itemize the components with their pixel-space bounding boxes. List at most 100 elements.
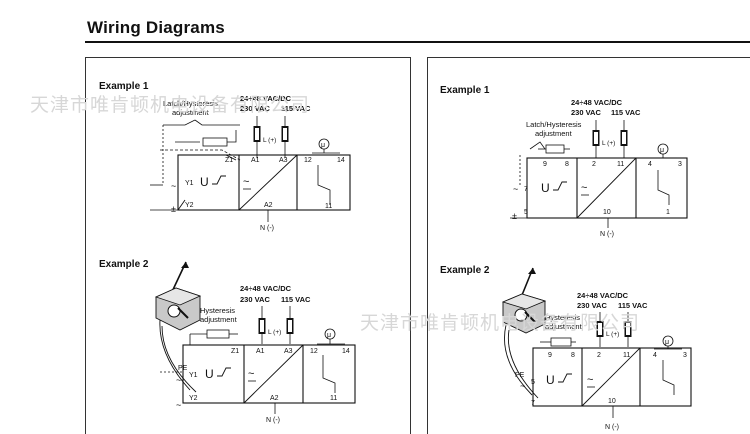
left-ex2-pe: PE — [178, 365, 188, 372]
right-ex1-t4: 4 — [648, 161, 652, 168]
left-ex1-ac-symbol: ~ — [243, 176, 249, 188]
right-ex2-t2: 2 — [597, 352, 601, 359]
right-ex2-volt-line3: 115 VAC — [618, 301, 648, 310]
left-ex2-mu: μ — [327, 332, 331, 339]
left-ex1-t12: 12 — [304, 157, 312, 164]
left-ex2-volt-line3: 115 VAC — [281, 295, 311, 304]
left-ex2-ac-symbol: ~ — [248, 368, 254, 380]
right-ex1-t8: 8 — [565, 161, 569, 168]
right-ex1-latch-line2: adjustment — [535, 129, 573, 138]
left-ex2-hyst-line1: Hysteresis — [200, 306, 235, 315]
right-ex1-latch-line1: Latch/Hysteresis — [526, 120, 582, 129]
right-ex1-t11: 11 — [617, 161, 624, 168]
right-ex1-n-minus: N (-) — [600, 231, 614, 238]
left-ex2-tilde-1: ~ — [176, 375, 181, 385]
left-ex1-l-plus: L (+) — [263, 137, 276, 144]
left-ex1-a3: A3 — [279, 157, 288, 164]
right-ex1-t3: 3 — [678, 161, 682, 168]
right-ex1-tilde: ~ — [513, 184, 518, 194]
left-ex2-l-plus: L (+) — [268, 329, 281, 336]
right-ex1-u-symbol: U — [541, 181, 550, 195]
right-example-1: Example 1 24÷48 VAC/DC 230 VAC 115 VAC L… — [440, 85, 688, 238]
left-ex1-tilde: ~ — [171, 181, 176, 191]
left-ex2-n-minus: N (-) — [266, 417, 280, 424]
left-ex1-z1: Z1 — [225, 157, 233, 164]
right-ex2-title: Example 2 — [440, 265, 490, 276]
right-ex2-volt-line1: 24÷48 VAC/DC — [577, 291, 629, 300]
right-ex1-volt-line3: 115 VAC — [611, 108, 641, 117]
left-ex2-step-icon — [217, 367, 231, 377]
watermark-2: 天津市唯肯顿机电设备有限公司 — [360, 312, 641, 334]
left-ex1-latch-line1: Latch/Hysteresis — [163, 99, 219, 108]
left-ex1-a2: A2 — [264, 202, 273, 209]
left-ex2-t14: 14 — [342, 348, 350, 355]
left-ex2-a1: A1 — [256, 348, 265, 355]
right-ex2-ac-symbol: ~ — [587, 374, 593, 386]
left-ex2-z1: Z1 — [231, 348, 239, 355]
page-heading: Wiring Diagrams — [87, 18, 225, 37]
right-ex1-t7: 7 — [524, 186, 528, 193]
right-ex2-current-sensor-icon — [501, 267, 547, 399]
left-ex2-a2: A2 — [270, 395, 279, 402]
right-ex1-l-plus: L (+) — [602, 140, 615, 147]
left-ex2-y1: Y1 — [189, 372, 198, 379]
left-ex1-y1: Y1 — [185, 180, 194, 187]
right-ex2-mu: μ — [665, 339, 669, 346]
right-ex1-plusminus: ± — [512, 211, 517, 221]
watermark-1: 天津市唯肯顿机电设备有限公司 — [30, 94, 311, 116]
left-ex2-volt-line2: 230 VAC — [240, 295, 270, 304]
left-ex1-a1: A1 — [251, 157, 260, 164]
left-ex2-y2: Y2 — [189, 395, 198, 402]
left-ex1-y2: Y2 — [185, 202, 194, 209]
left-example-1: Example 1 Latch/Hysteresis adjustment 24… — [99, 81, 351, 232]
right-example-2: Example 2 24÷48 VAC/DC 230 VAC 115 VAC H… — [440, 265, 692, 431]
left-panel — [85, 57, 411, 434]
right-ex2-t4: 4 — [653, 352, 657, 359]
right-ex2-t9: 9 — [548, 352, 552, 359]
right-ex1-step-icon — [553, 181, 567, 191]
left-ex1-n-minus: N (-) — [260, 225, 274, 232]
left-ex2-hyst-line2: adjustment — [200, 315, 238, 324]
right-ex1-t1: 1 — [666, 209, 670, 216]
right-ex2-pe: PE — [515, 372, 525, 379]
right-ex1-title: Example 1 — [440, 85, 490, 96]
right-ex2-u-symbol: U — [546, 373, 555, 387]
left-ex1-plusminus: ± — [171, 204, 176, 214]
right-panel — [427, 57, 750, 434]
left-ex1-t11: 11 — [325, 203, 332, 210]
right-ex1-t5: 5 — [524, 209, 528, 216]
left-example-2: Example 2 Hysteresis adjustment 24÷48 VA… — [99, 259, 356, 424]
left-ex2-tilde-2: ~ — [176, 400, 181, 410]
left-ex2-u-symbol: U — [205, 367, 214, 381]
right-ex2-n-minus: N (-) — [605, 424, 619, 431]
heading-rule — [85, 41, 750, 43]
left-ex2-current-sensor-icon — [154, 261, 202, 393]
right-ex2-t7: 7 — [531, 400, 535, 407]
left-ex1-volt-line1: 24÷48 VAC/DC — [240, 94, 292, 103]
right-ex1-t10: 10 — [603, 209, 611, 216]
right-ex2-t3: 3 — [683, 352, 687, 359]
right-ex1-t9: 9 — [543, 161, 547, 168]
right-ex1-mu: μ — [660, 147, 664, 154]
right-ex2-step-icon — [558, 373, 572, 383]
right-ex1-ac-symbol: ~ — [581, 182, 587, 194]
right-ex1-volt-line2: 230 VAC — [571, 108, 601, 117]
left-ex1-volt-line3: 115 VAC — [281, 104, 311, 113]
left-ex2-t11: 11 — [330, 395, 337, 402]
right-ex2-t5: 5 — [531, 379, 535, 386]
left-ex2-t12: 12 — [310, 348, 318, 355]
left-ex1-t14: 14 — [337, 157, 345, 164]
left-ex2-volt-line1: 24÷48 VAC/DC — [240, 284, 292, 293]
right-ex2-l-plus: L (+) — [606, 331, 619, 338]
right-ex2-t8: 8 — [571, 352, 575, 359]
right-ex2-volt-line2: 230 VAC — [577, 301, 607, 310]
right-ex1-volt-line1: 24÷48 VAC/DC — [571, 98, 623, 107]
left-ex2-title: Example 2 — [99, 259, 149, 270]
left-ex1-latch-line2: adjustment — [172, 108, 210, 117]
left-ex1-step-icon — [212, 175, 226, 185]
right-ex2-t10: 10 — [608, 398, 616, 405]
left-ex1-volt-line2: 230 VAC — [240, 104, 270, 113]
right-ex2-t11: 11 — [623, 352, 630, 359]
right-ex2-hyst-line1: Hysteresis — [545, 313, 580, 322]
